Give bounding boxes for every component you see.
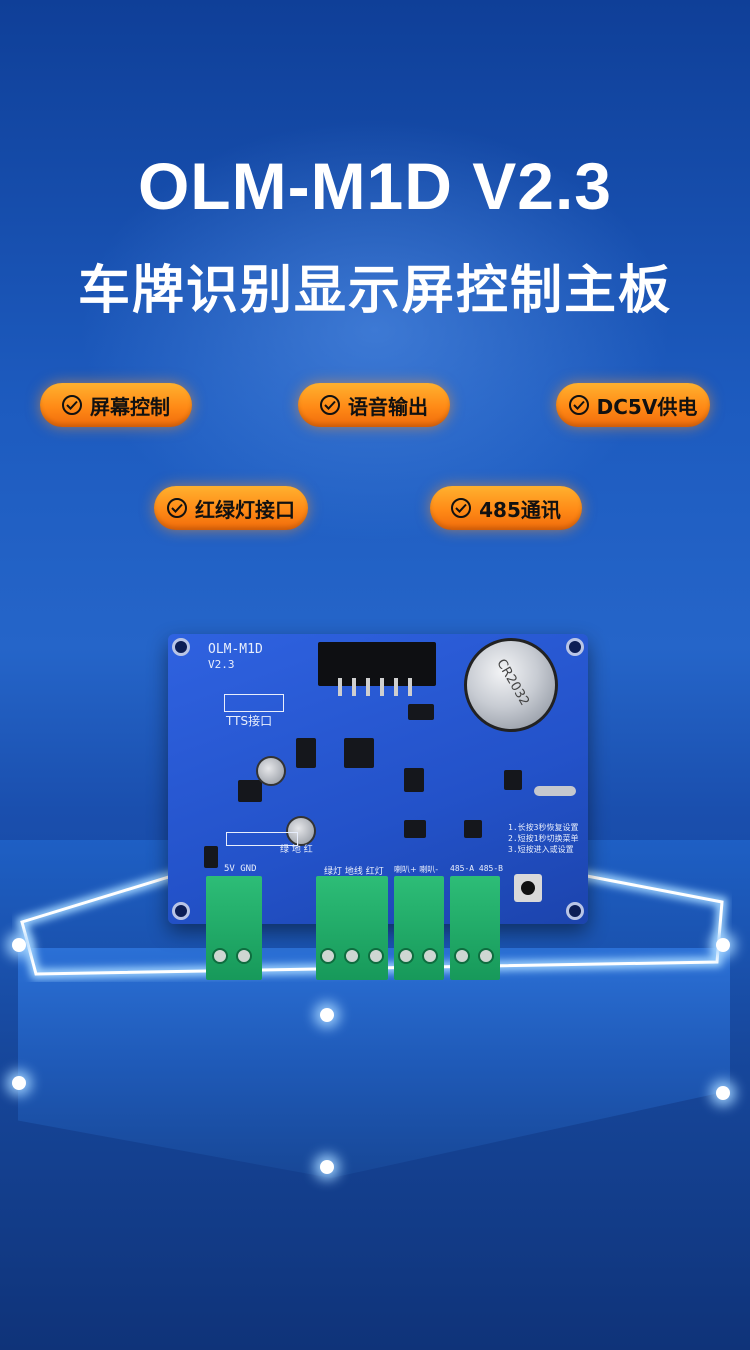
pin-header xyxy=(318,642,436,696)
diode xyxy=(204,846,218,868)
feature-label: 485通讯 xyxy=(479,497,561,522)
regulator-chip xyxy=(238,780,262,802)
terminal-label-lights: 绿灯 地线 红灯 xyxy=(324,867,384,877)
product-model-title: OLM-M1D V2.3 xyxy=(137,149,613,223)
microcontroller-chip xyxy=(344,738,374,768)
power-terminal-block[interactable] xyxy=(206,876,262,980)
mounting-hole xyxy=(566,638,584,656)
mounting-hole xyxy=(566,902,584,920)
feature-pill-traffic-light-interface[interactable]: 红绿灯接口 xyxy=(154,486,308,530)
glow-dot xyxy=(320,1008,334,1022)
ic-chip xyxy=(504,770,522,790)
rs485-terminal-block[interactable] xyxy=(450,876,500,980)
capacitor xyxy=(286,816,316,846)
check-circle-icon xyxy=(167,498,187,518)
mounting-hole xyxy=(172,638,190,656)
button-instructions: 1.长按3秒恢复设置 2.短按1秒切换菜单 3.短按进入或设置 xyxy=(508,822,578,855)
mounting-hole xyxy=(172,902,190,920)
ic-chip xyxy=(404,820,426,838)
traffic-light-terminal-block[interactable] xyxy=(316,876,388,980)
button-note: 2.短按1秒切换菜单 xyxy=(508,834,579,843)
capacitor xyxy=(256,756,286,786)
feature-pill-dc5v-power[interactable]: DC5V供电 xyxy=(556,383,710,427)
board-version-label: V2.3 xyxy=(208,658,235,671)
check-circle-icon xyxy=(320,395,340,415)
tts-connector xyxy=(224,694,284,712)
product-description-title: 车牌识别显示屏控制主板 xyxy=(77,261,672,321)
feature-pill-voice-output[interactable]: 语音输出 xyxy=(298,383,450,427)
glow-dot xyxy=(320,1160,334,1174)
coin-cell-battery: CR2032 xyxy=(464,638,558,732)
battery-label: CR2032 xyxy=(493,656,532,709)
ic-chip xyxy=(404,768,424,792)
check-circle-icon xyxy=(451,498,472,518)
check-circle-icon xyxy=(568,395,589,415)
glow-dot xyxy=(12,1076,26,1090)
connector-outline xyxy=(226,832,298,846)
terminal-label-rs485: 485-A 485-B xyxy=(450,864,503,873)
feature-pill-screen-control[interactable]: 屏幕控制 xyxy=(40,383,192,427)
feature-label: 屏幕控制 xyxy=(90,394,170,419)
setting-button[interactable] xyxy=(514,874,542,902)
glow-dot xyxy=(12,938,26,952)
speaker-terminal-block[interactable] xyxy=(394,876,444,980)
feature-label: 红绿灯接口 xyxy=(195,497,295,522)
feature-label: DC5V供电 xyxy=(596,394,698,419)
crystal-oscillator xyxy=(534,786,576,796)
glow-dot xyxy=(716,938,730,952)
button-note: 3.短按进入或设置 xyxy=(508,845,574,854)
board-name-label: OLM-M1D xyxy=(208,642,263,657)
check-circle-icon xyxy=(62,395,82,415)
feature-pill-485-communication[interactable]: 485通讯 xyxy=(430,486,582,530)
pcb-board: OLM-M1D V2.3 TTS接口 CR2032 1.长按3秒恢复设置 2.短… xyxy=(168,634,588,924)
terminal-label-lights-top: 绿 地 红 xyxy=(280,845,313,855)
terminal-label-power: 5V GND xyxy=(224,864,257,874)
feature-label: 语音输出 xyxy=(348,394,428,419)
ic-chip xyxy=(296,738,316,768)
ic-chip xyxy=(408,704,434,720)
terminal-label-speaker: 喇叭+ 喇叭- xyxy=(394,865,439,874)
ic-chip xyxy=(464,820,482,838)
button-note: 1.长按3秒恢复设置 xyxy=(508,823,579,832)
tts-interface-label: TTS接口 xyxy=(226,714,273,728)
glow-dot xyxy=(716,1086,730,1100)
